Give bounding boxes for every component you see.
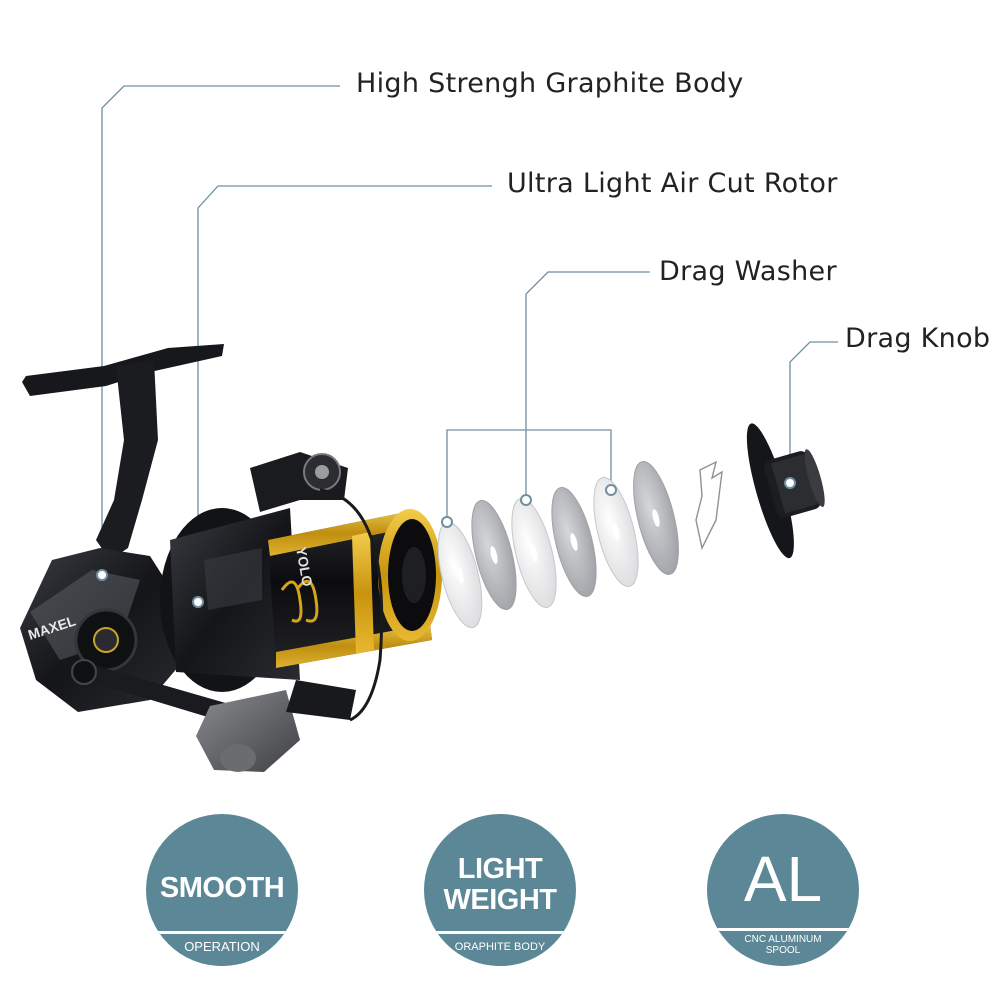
- badge-light-weight-line1: LIGHT: [457, 853, 543, 885]
- callout-lines: [101, 85, 838, 602]
- badge-aluminum-subtitle: CNC ALUMINUM SPOOL: [707, 928, 859, 966]
- reel-rotor: [160, 452, 348, 692]
- callout-air-cut-rotor: Ultra Light Air Cut Rotor: [507, 168, 838, 199]
- reel-bail: [286, 488, 384, 722]
- badge-aluminum-subtitle-line1: CNC ALUMINUM: [744, 934, 822, 945]
- badge-smooth: SMOOTH OPERATION: [146, 814, 298, 966]
- badge-aluminum: AL CNC ALUMINUM SPOOL: [707, 814, 859, 966]
- drag-spring: [695, 460, 723, 551]
- callout-drag-washer: Drag Washer: [659, 256, 837, 287]
- badge-smooth-title: SMOOTH: [159, 872, 285, 904]
- badge-light-weight: LIGHT WEIGHT ORAPHITE BODY: [424, 814, 576, 966]
- reel-handle-arm: [22, 344, 224, 560]
- badge-smooth-subtitle-text: OPERATION: [184, 939, 260, 954]
- badge-aluminum-title: AL: [743, 843, 823, 915]
- reel-body: MAXEL: [20, 548, 184, 712]
- callout-line-washer: [525, 271, 650, 500]
- badge-light-weight-title: LIGHT WEIGHT: [424, 854, 576, 916]
- badge-light-weight-subtitle: ORAPHITE BODY: [424, 931, 576, 966]
- badge-light-weight-subtitle-text: ORAPHITE BODY: [454, 941, 546, 953]
- callout-line-body: [101, 85, 340, 575]
- callout-line-knob: [789, 341, 838, 483]
- callout-drag-knob: Drag Knob: [845, 323, 991, 354]
- callout-line-rotor: [197, 185, 492, 602]
- badge-light-weight-line2: WEIGHT: [443, 884, 558, 916]
- callout-graphite-body: High Strengh Graphite Body: [356, 68, 744, 99]
- drag-knob: [746, 423, 825, 559]
- badge-aluminum-subtitle-line2: SPOOL: [765, 945, 801, 956]
- badge-smooth-subtitle: OPERATION: [146, 931, 298, 966]
- reel-crank: [71, 659, 300, 772]
- callout-line-washer-bracket: [446, 429, 612, 522]
- reel-spool: YOLO: [268, 509, 442, 668]
- reel-spool-brand: YOLO: [293, 546, 316, 588]
- drag-washers: [437, 460, 723, 629]
